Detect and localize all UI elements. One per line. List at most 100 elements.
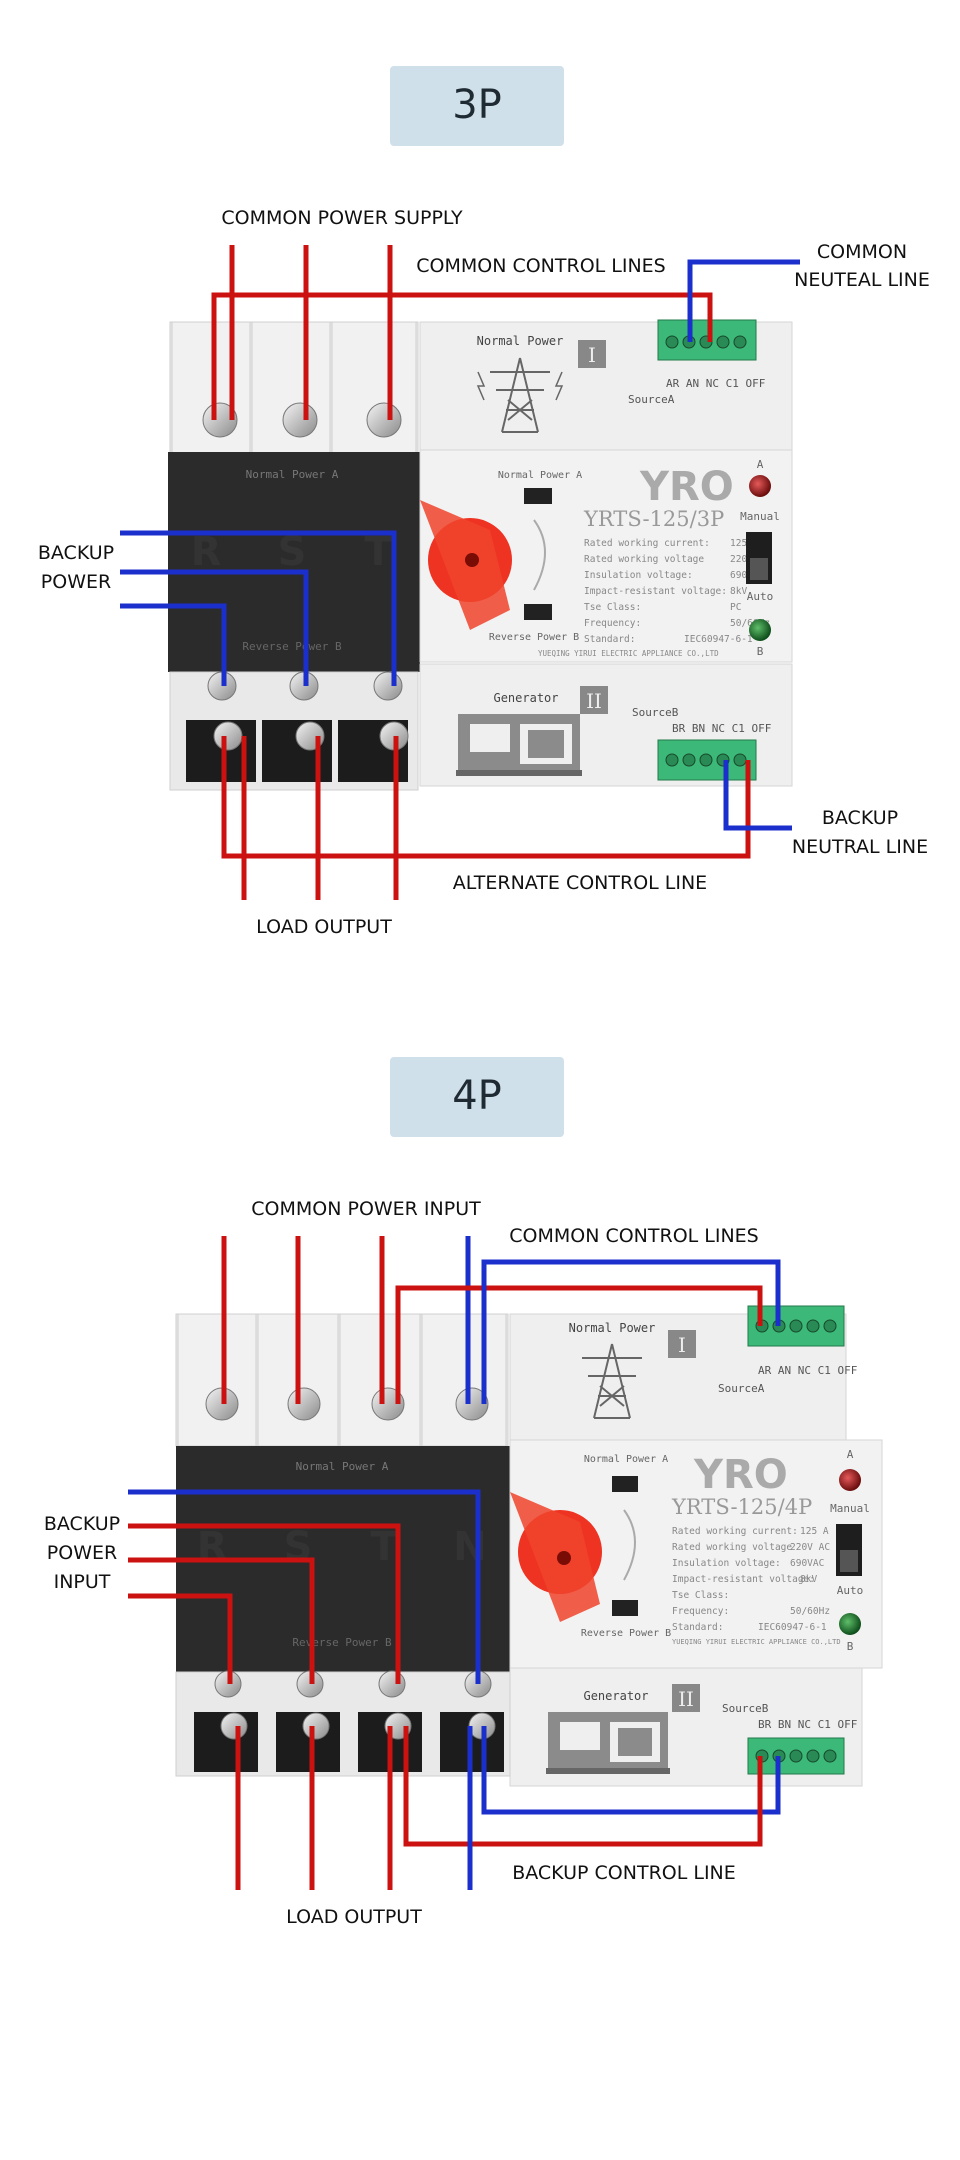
roman-1-box — [668, 1330, 696, 1358]
indicator-a-label: A — [847, 1448, 854, 1461]
terminal-a-labels: AR AN NC C1 OFF — [666, 377, 765, 390]
led-b-indicator — [749, 619, 771, 641]
wires-3p — [120, 245, 800, 900]
label-alternate-control-line: ALTERNATE CONTROL LINE — [453, 872, 707, 894]
generator-icon — [546, 1712, 670, 1774]
indicator-window-b — [612, 1600, 638, 1616]
svg-text:Rated working current:: Rated working current: — [584, 538, 710, 549]
device-3p: Normal Power A R S T Reverse Power B Nor… — [168, 319, 793, 791]
source-a-label: SourceA — [628, 393, 675, 406]
normal-power-a-faint: Normal Power A — [296, 1460, 389, 1473]
rotate-arrow-icon — [623, 1509, 636, 1581]
svg-text:Tse Class:: Tse Class: — [672, 1590, 729, 1601]
selector-knob-3p[interactable] — [420, 500, 512, 630]
phase-s-label: S — [278, 529, 307, 575]
roman-1: I — [588, 343, 596, 367]
roman-2-box — [580, 686, 608, 714]
manual-label: Manual — [830, 1502, 870, 1515]
label-common-power-input: COMMON POWER INPUT — [251, 1198, 481, 1220]
source-b-label: SourceB — [632, 706, 679, 719]
wire-alternate-control — [221, 736, 751, 859]
indicator-b-label: B — [757, 645, 764, 658]
svg-text:Rated working voltage: Rated working voltage — [584, 554, 704, 565]
label-backup-neutral-1: BACKUP — [822, 807, 898, 829]
pylon-icon — [476, 357, 564, 433]
normal-power-label: Normal Power — [477, 334, 564, 348]
normal-power-a-label: Normal Power A — [498, 470, 582, 481]
wire-common-control — [211, 292, 713, 420]
svg-text:220V AC: 220V AC — [790, 1542, 830, 1553]
normal-power-label: Normal Power — [569, 1321, 656, 1335]
svg-text:PC: PC — [730, 602, 741, 613]
svg-text:Frequency:: Frequency: — [672, 1606, 729, 1617]
wires-4p — [128, 1236, 781, 1890]
svg-text:IEC60947-6-1: IEC60947-6-1 — [758, 1622, 827, 1633]
svg-text:690VAC: 690VAC — [790, 1558, 824, 1569]
svg-text:50/60Hz: 50/60Hz — [790, 1606, 830, 1617]
indicator-window-a — [612, 1476, 638, 1492]
label-backup-control-line: BACKUP CONTROL LINE — [512, 1862, 736, 1884]
label-backup-neutral-2: NEUTRAL LINE — [792, 836, 928, 858]
source-b-label: SourceB — [722, 1702, 769, 1715]
svg-text:8kV: 8kV — [800, 1574, 817, 1585]
phase-r-label: R — [197, 1524, 228, 1570]
screw-icon — [287, 1387, 321, 1421]
svg-text:Rated working voltage: Rated working voltage — [672, 1542, 792, 1553]
label-backup-1: BACKUP — [44, 1513, 120, 1535]
indicator-a-label: A — [757, 458, 764, 471]
screw-icon — [373, 671, 403, 701]
label-backup-3: INPUT — [54, 1571, 111, 1593]
manual-label: Manual — [740, 510, 780, 523]
label-common-neutral-2: NEUTEAL LINE — [794, 269, 930, 291]
svg-text:Insulation voltage:: Insulation voltage: — [584, 570, 693, 581]
indicator-window-a — [524, 488, 552, 504]
terminal-screws-b — [665, 753, 747, 767]
phase-r-label: R — [191, 529, 222, 575]
phase-s-label: S — [284, 1524, 313, 1570]
pylon-icon — [582, 1343, 642, 1419]
roman-2: II — [586, 689, 602, 713]
wire-backup-input-l2 — [128, 1557, 315, 1684]
badge-4p — [390, 1057, 564, 1137]
reverse-power-b-faint: Reverse Power B — [292, 1636, 392, 1649]
panel-4p: 4P — [44, 1057, 883, 1928]
terminal-b-labels: BR BN NC C1 OFF — [758, 1718, 857, 1731]
generator-icon — [456, 714, 582, 776]
wire-backup-input-n — [128, 1489, 481, 1684]
wire-common-control-blue — [481, 1259, 781, 1404]
label-load-output-3p: LOAD OUTPUT — [256, 916, 392, 938]
specs-4p: Rated working current: 125 A Rated worki… — [672, 1526, 841, 1646]
screw-icon — [282, 402, 318, 438]
led-a-indicator — [749, 475, 771, 497]
normal-power-a-faint: Normal Power A — [246, 468, 339, 481]
reverse-power-b-label: Reverse Power B — [489, 632, 579, 643]
wire-backup-control-red — [403, 1726, 763, 1847]
black-panel-3p — [168, 452, 420, 672]
label-common-neutral-1: COMMON — [817, 241, 907, 263]
svg-text:50/60Hz: 50/60Hz — [730, 618, 770, 629]
reverse-power-b-label: Reverse Power B — [581, 1628, 671, 1639]
screw-icon — [366, 402, 402, 438]
svg-text:Rated working current:: Rated working current: — [672, 1526, 798, 1537]
screw-icon — [302, 1712, 330, 1740]
terminal-b-labels: BR BN NC C1 OFF — [672, 722, 771, 735]
screw-icon — [220, 1712, 248, 1740]
terminal-a-labels: AR AN NC C1 OFF — [758, 1364, 857, 1377]
phase-n-label: N — [453, 1524, 486, 1570]
wire-backup-control-blue — [481, 1726, 781, 1815]
label-common-control-lines: COMMON CONTROL LINES — [416, 255, 666, 277]
wire-common-control-red — [395, 1285, 763, 1404]
svg-text:125 A: 125 A — [800, 1526, 829, 1537]
reverse-power-b-faint: Reverse Power B — [242, 640, 342, 653]
led-b-indicator — [839, 1613, 861, 1635]
label-backup-power-2: POWER — [41, 571, 111, 593]
indicator-b-label: B — [847, 1640, 854, 1653]
wire-backup-input-l3 — [128, 1523, 401, 1684]
svg-text:Insulation voltage:: Insulation voltage: — [672, 1558, 781, 1569]
svg-text:Standard:: Standard: — [584, 634, 635, 645]
auto-label: Auto — [747, 590, 774, 603]
svg-text:YUEQING YIRUI ELECTRIC APPLIAN: YUEQING YIRUI ELECTRIC APPLIANCE CO.,LTD — [672, 1638, 841, 1646]
svg-text:Standard:: Standard: — [672, 1622, 723, 1633]
selector-knob-4p[interactable] — [510, 1492, 602, 1622]
